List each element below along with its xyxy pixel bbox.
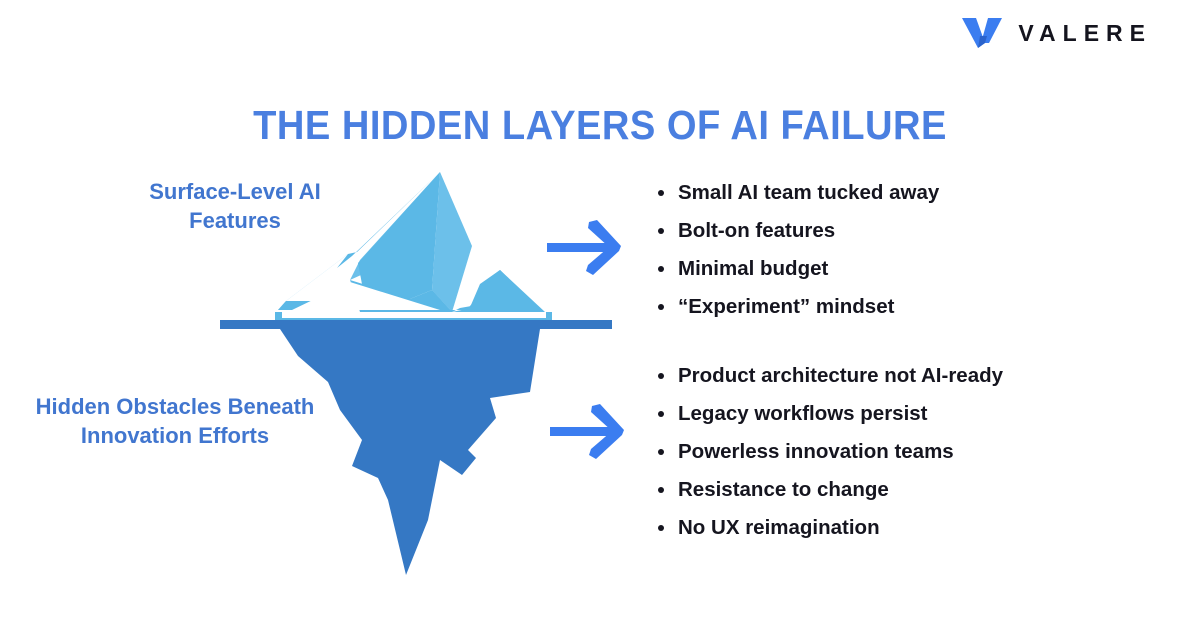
bullet-list-hidden: Product architecture not AI-ready Legacy… — [650, 357, 1003, 547]
list-item: No UX reimagination — [657, 509, 1003, 547]
iceberg-below-water — [280, 329, 540, 575]
list-item: Powerless innovation teams — [657, 433, 1003, 471]
label-surface-level: Surface-Level AI Features — [149, 179, 321, 233]
iceberg-illustration — [200, 160, 630, 585]
waterline-bar — [220, 320, 612, 329]
iceberg-above-water — [275, 172, 552, 320]
label-hidden-obstacles: Hidden Obstacles Beneath Innovation Effo… — [35, 394, 315, 448]
arrow-right-icon-bottom — [548, 402, 626, 462]
list-item: Minimal budget — [657, 250, 939, 288]
list-item: Resistance to change — [657, 471, 1003, 509]
brand-logo: VALERE — [960, 16, 1152, 50]
surface-items-list: Small AI team tucked away Bolt-on featur… — [650, 174, 939, 326]
list-item: Product architecture not AI-ready — [657, 357, 1003, 395]
list-item: Small AI team tucked away — [657, 174, 939, 212]
brand-wordmark: VALERE — [1018, 19, 1152, 46]
hidden-items-list: Product architecture not AI-ready Legacy… — [650, 357, 1003, 547]
list-item: “Experiment” mindset — [657, 288, 939, 326]
list-item: Bolt-on features — [657, 212, 939, 250]
arrow-right-icon — [550, 404, 624, 459]
arrow-right-icon-top — [545, 218, 623, 278]
valere-v-mark-icon — [962, 18, 1003, 48]
list-item: Legacy workflows persist — [657, 395, 1003, 433]
iceberg-svg — [220, 172, 612, 575]
arrow-right-icon — [547, 220, 621, 275]
page-title: THE HIDDEN LAYERS OF AI FAILURE — [253, 102, 947, 149]
bullet-list-surface: Small AI team tucked away Bolt-on featur… — [650, 174, 939, 326]
